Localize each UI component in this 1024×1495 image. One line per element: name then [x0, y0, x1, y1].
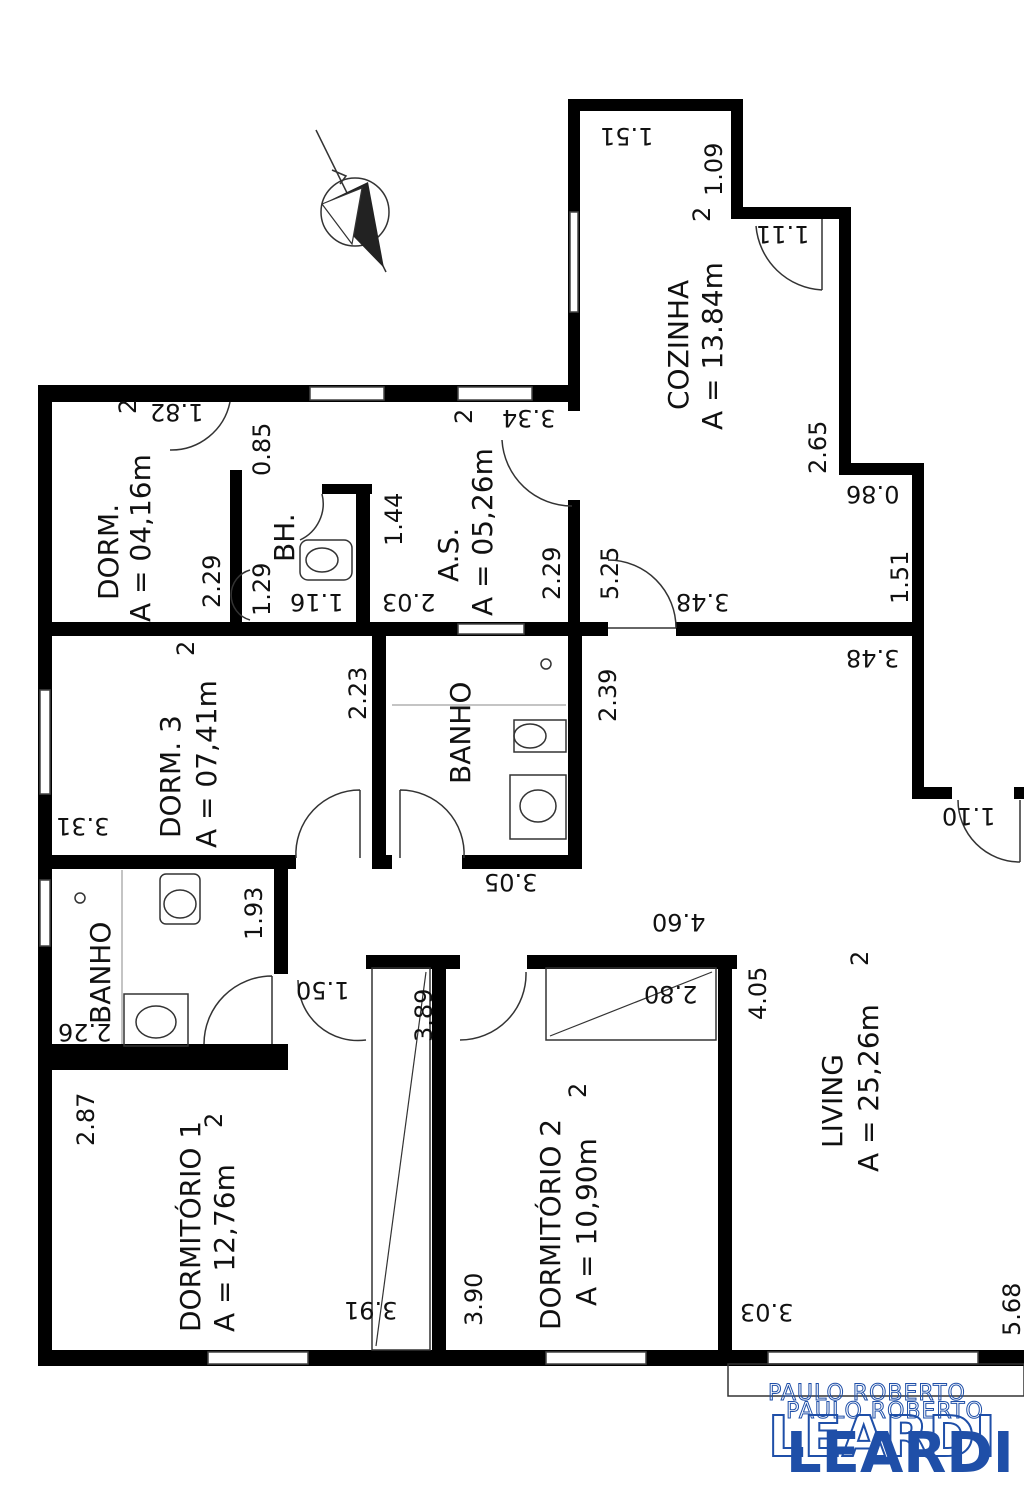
north-arrow-icon — [315, 129, 390, 273]
dim-3-91: 3.91 — [344, 1296, 397, 1324]
dim-0-86: 0.86 — [846, 480, 899, 508]
room-name-banho-left: BANHO — [84, 922, 117, 1024]
superscript-dorm: 2 — [114, 399, 142, 414]
superscript-dormitorio2: 2 — [564, 1083, 592, 1098]
dim-2-29-b: 2.29 — [538, 547, 566, 600]
dim-2-87: 2.87 — [72, 1093, 100, 1146]
superscript-dormitorio1: 2 — [200, 1113, 228, 1128]
room-name-living: LIVING — [816, 1054, 849, 1148]
dim-0-85: 0.85 — [248, 423, 276, 476]
watermark-line2: LEARDI — [786, 1421, 1014, 1486]
dim-1-16: 1.16 — [290, 588, 343, 616]
dim-1-11: 1.11 — [756, 220, 809, 248]
dim-2-03: 2.03 — [382, 588, 435, 616]
room-area-dorm: A = 04,16m — [124, 454, 157, 622]
dim-3-05: 3.05 — [484, 868, 537, 896]
room-area-dorm3: A = 07,41m — [190, 680, 223, 848]
dim-1-10: 1.10 — [942, 802, 995, 830]
dim-5-68: 5.68 — [998, 1283, 1024, 1336]
dim-2-26: 2.26 — [58, 1018, 111, 1046]
dim-3-31: 3.31 — [56, 812, 109, 840]
superscript-cozinha: 2 — [688, 207, 716, 222]
room-area-as: A = 05,26m — [466, 448, 499, 616]
room-name-dormitorio2: DORMITÓRIO 2 — [533, 1119, 567, 1330]
dim-1-29: 1.29 — [248, 563, 276, 616]
room-name-bh: BH. — [268, 513, 301, 562]
watermark-logo: PAULO ROBERTO PAULO ROBERTO LEARDI LEARD… — [767, 1381, 1014, 1487]
doors — [169, 219, 1021, 1045]
room-area-dormitorio2: A = 10,90m — [570, 1138, 603, 1306]
dim-2-23: 2.23 — [344, 667, 372, 720]
superscript-as: 2 — [450, 409, 478, 424]
room-name-dorm: DORM. — [92, 504, 125, 600]
superscript-dorm3: 2 — [172, 641, 200, 656]
dim-3-34: 3.34 — [502, 404, 555, 432]
dimension-labels: 1.51 1.11 0.86 3.48 3.48 1.82 3.34 1.16 … — [56, 122, 1024, 1336]
dim-2-80: 2.80 — [644, 980, 697, 1008]
dim-3-48-a: 3.48 — [676, 588, 729, 616]
watermark-line1: PAULO ROBERTO — [786, 1399, 984, 1424]
room-name-banho-upper: BANHO — [444, 682, 477, 784]
dim-1-51-top: 1.51 — [600, 122, 653, 150]
dim-4-05: 4.05 — [744, 967, 772, 1020]
dim-1-93: 1.93 — [240, 887, 268, 940]
windows — [39, 211, 1024, 1397]
dim-1-82: 1.82 — [150, 398, 203, 426]
room-name-cozinha: COZINHA — [662, 280, 695, 410]
room-area-cozinha: A = 13.84m — [696, 262, 729, 430]
room-labels: COZINHA A = 13.84m 2 DORM. A = 04,16m 2 … — [84, 207, 885, 1332]
room-area-living: A = 25,26m — [852, 1004, 885, 1172]
dim-3-03: 3.03 — [740, 1298, 793, 1326]
dim-1-51-right: 1.51 — [886, 551, 914, 604]
dim-1-09: 1.09 — [700, 143, 728, 196]
room-name-dorm3: DORM. 3 — [154, 715, 187, 838]
superscript-living: 2 — [846, 951, 874, 966]
dim-1-44: 1.44 — [380, 493, 408, 546]
dim-2-39: 2.39 — [594, 669, 622, 722]
fixtures — [74, 539, 717, 1351]
room-area-dormitorio1: A = 12,76m — [208, 1164, 241, 1332]
watermark-line2-shadow: LEARDI — [768, 1405, 996, 1470]
room-name-as: A.S. — [432, 528, 465, 582]
dim-3-90: 3.90 — [460, 1273, 488, 1326]
room-name-dormitorio1: DORMITÓRIO 1 — [173, 1121, 207, 1332]
dim-2-65: 2.65 — [804, 421, 832, 474]
dim-4-60: 4.60 — [652, 908, 705, 936]
dim-2-29-a: 2.29 — [198, 555, 226, 608]
dim-5-25: 5.25 — [596, 547, 624, 600]
watermark-line1-shadow: PAULO ROBERTO — [768, 1381, 966, 1406]
dim-3-89: 3.89 — [410, 989, 438, 1042]
dim-3-48-b: 3.48 — [846, 644, 899, 672]
dim-1-50: 1.50 — [296, 976, 349, 1004]
